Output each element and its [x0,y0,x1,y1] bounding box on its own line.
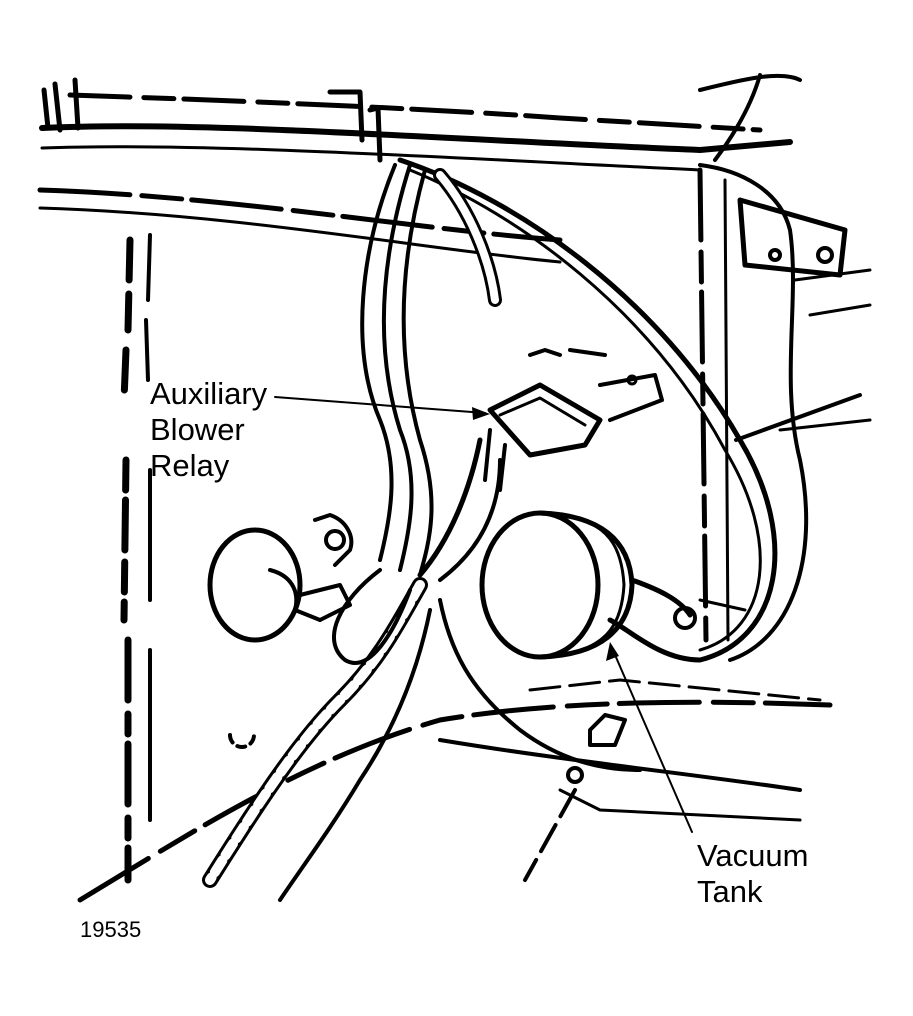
left-frame [120,233,152,884]
floor-edges [77,678,833,903]
cowl-rails [37,73,802,264]
tank-leader-arrowhead [606,642,619,661]
tank-leader-line [611,647,693,833]
relay-leader-arrowhead [472,407,490,420]
blower-assembly [207,513,627,784]
vacuum-tank-drawing [479,510,697,660]
auxiliary-blower-relay-drawing [483,348,664,492]
relay-label-line-3: Relay [150,448,230,483]
wiring-harness [202,157,809,902]
auxiliary-blower-relay-label: Auxiliary Blower Relay [150,376,267,484]
relay-label-line-1: Auxiliary [150,376,268,411]
relay-leader-line [274,396,486,414]
tank-label-line-1: Vacuum [697,838,809,873]
tank-label-line-2: Tank [697,874,763,909]
vacuum-tank-label: Vacuum Tank [697,838,808,910]
leader-lines [274,396,693,833]
firewall-panel [697,167,872,643]
figure-number: 19535 [80,917,142,942]
relay-label-line-2: Blower [150,412,245,447]
